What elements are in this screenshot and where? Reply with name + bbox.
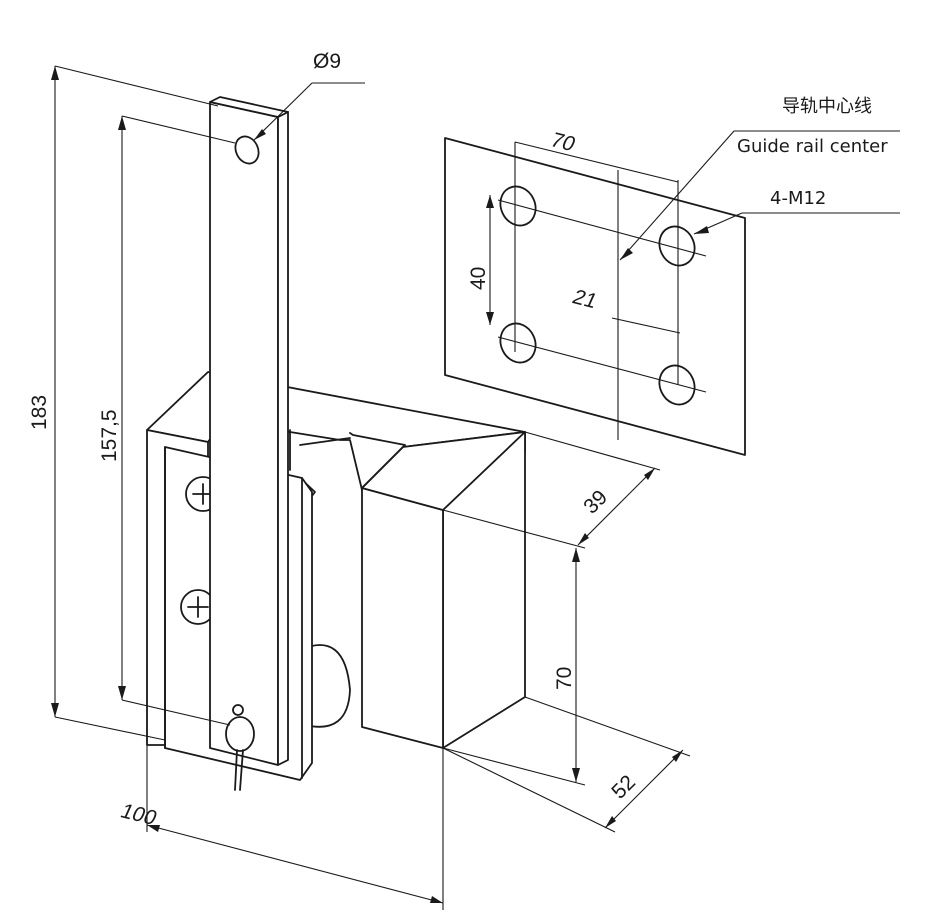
plate-hole-2	[658, 225, 696, 267]
bolt-spec-label: 4-M12	[770, 188, 826, 209]
dim-total-height: 183	[28, 395, 51, 430]
plate-hole-1	[499, 185, 537, 227]
guide-rail-center-en: Guide rail center	[737, 136, 888, 157]
mounting-plate: 70 40 21	[444, 129, 746, 456]
right-block	[349, 431, 526, 749]
dim-block-height: 70	[553, 667, 576, 690]
dim-plate-40: 40	[467, 267, 490, 290]
diameter-callout: Ø9	[253, 50, 365, 141]
dim-183: 183	[28, 65, 219, 741]
dim-157-5: 157,5	[98, 115, 236, 726]
dim-hole-diameter: Ø9	[313, 50, 341, 73]
guide-rail-center-cn: 导轨中心线	[782, 96, 872, 117]
plate-callouts: 导轨中心线 Guide rail center 4-M12	[619, 96, 900, 261]
dim-hole-height: 157,5	[98, 409, 121, 462]
plate-hole-3	[499, 322, 537, 364]
dim-39: 39	[524, 431, 661, 546]
plate-hole-4	[658, 364, 696, 406]
dim-block-offset: 39	[579, 486, 612, 519]
dim-plate-70: 70	[547, 129, 579, 156]
vertical-bar	[209, 96, 289, 766]
screw-lower	[180, 589, 216, 625]
bar-hole	[234, 135, 260, 165]
lock-pin	[225, 704, 255, 791]
dim-block-70: 70	[442, 509, 586, 786]
